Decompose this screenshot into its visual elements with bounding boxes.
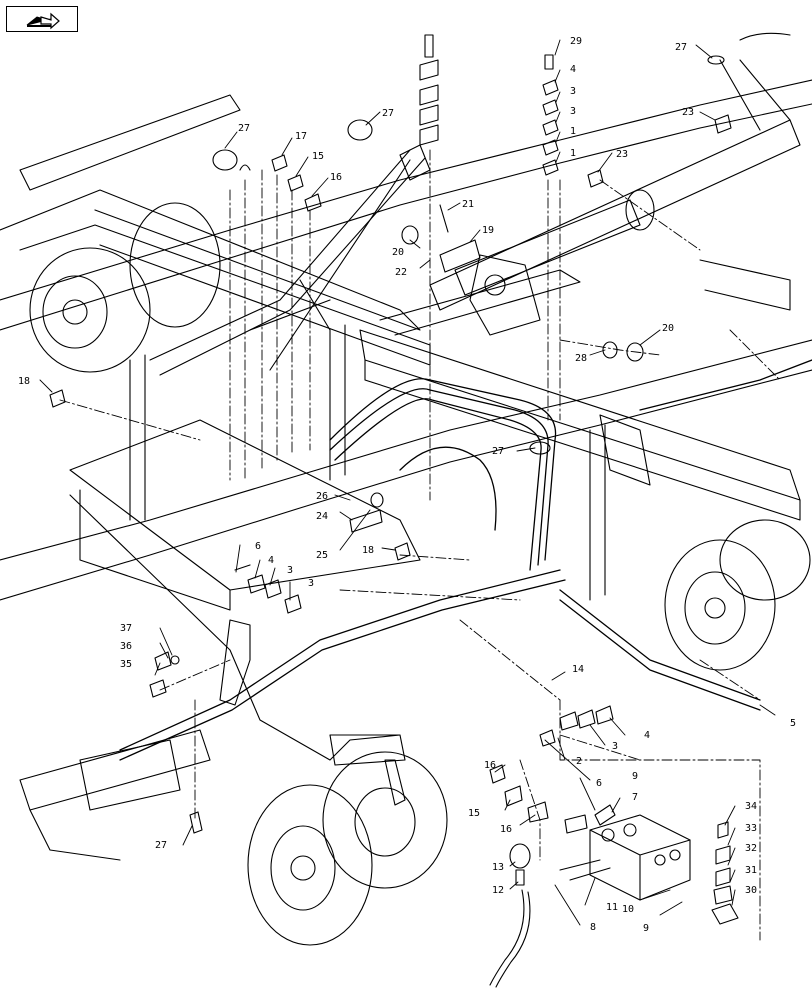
callout-c7: 7 [632, 792, 638, 803]
callout-c35: 35 [120, 659, 132, 670]
callout-c22: 22 [395, 267, 407, 278]
callout-c14: 14 [572, 664, 584, 675]
top-fitting-stack [419, 34, 559, 176]
callout-c3c: 3 [287, 565, 293, 576]
valve-block [559, 804, 691, 901]
callout-c25: 25 [316, 550, 328, 561]
callout-c37: 37 [120, 623, 132, 634]
callout-c6b: 6 [596, 778, 602, 789]
frame-rail-lower [0, 339, 812, 601]
upright-posts [129, 324, 651, 601]
callout-c15b: 15 [468, 808, 480, 819]
callout-c34: 34 [745, 801, 757, 812]
callout-c12: 12 [492, 885, 504, 896]
callout-c3b: 3 [570, 106, 576, 117]
callout-c8: 8 [590, 922, 596, 933]
fitting-cluster-upper [49, 55, 732, 834]
callout-c27e: 27 [155, 840, 167, 851]
callout-c36: 36 [120, 641, 132, 652]
callout-c6a: 6 [255, 541, 261, 552]
callout-c24: 24 [316, 511, 328, 522]
callout-c32: 32 [745, 843, 757, 854]
callout-c27d: 27 [492, 446, 504, 457]
upper-cross-beam-left [0, 94, 431, 366]
callout-c19: 19 [482, 225, 494, 236]
callout-c17: 17 [295, 131, 307, 142]
callout-c23a: 23 [682, 107, 694, 118]
front-hitch [19, 729, 211, 861]
leader-lines [39, 39, 776, 926]
callout-c10: 10 [622, 904, 634, 915]
callout-labels: 29 4 3 3 1 1 27 23 23 27 17 15 16 27 21 … [18, 36, 796, 934]
callout-c2: 2 [576, 756, 582, 767]
bracing-tower [149, 149, 426, 376]
callout-c23b: 23 [616, 149, 628, 160]
pivot-pin-set [349, 204, 644, 533]
callout-c4c: 4 [644, 730, 650, 741]
lift-cylinder-assembly [429, 32, 801, 336]
callout-c18b: 18 [362, 545, 374, 556]
callout-c18a: 18 [18, 376, 30, 387]
callout-c16b: 16 [484, 760, 496, 771]
callout-c20b: 20 [662, 323, 674, 334]
callout-c26: 26 [316, 491, 328, 502]
callout-c15a: 15 [312, 151, 324, 162]
callout-c3d: 3 [308, 578, 314, 589]
callout-c9a: 9 [632, 771, 638, 782]
callout-c16c: 16 [500, 824, 512, 835]
callout-c21: 21 [462, 199, 474, 210]
callout-c1a: 1 [570, 126, 576, 137]
hydraulic-hoses [119, 359, 812, 761]
callout-c5: 5 [790, 718, 796, 729]
folder-arrow-icon [26, 12, 60, 30]
callout-c3e: 3 [612, 741, 618, 752]
callout-c9b: 9 [643, 923, 649, 934]
callout-c27b: 27 [238, 123, 250, 134]
main-cross-beam [359, 269, 801, 521]
callout-c20a: 20 [392, 247, 404, 258]
callout-c11: 11 [606, 902, 618, 913]
cylinder-rod-upper [399, 144, 431, 181]
callout-c31: 31 [745, 865, 757, 876]
explosion-lines [59, 149, 781, 941]
wheel-left-upper [29, 202, 221, 373]
callout-c1b: 1 [570, 148, 576, 159]
callout-c28: 28 [575, 353, 587, 364]
callout-c33: 33 [745, 823, 757, 834]
frame-rail-upper [0, 79, 812, 331]
callout-c4a: 4 [570, 64, 576, 75]
callout-c4b: 4 [268, 555, 274, 566]
callout-c27a: 27 [675, 42, 687, 53]
wheel-right [664, 519, 811, 671]
callout-c29: 29 [570, 36, 582, 47]
fitting-group-lower [489, 705, 614, 823]
left-a-frame [69, 419, 421, 766]
wheel-front-pair [247, 751, 448, 946]
pressure-gauge [489, 843, 531, 988]
navigation-button[interactable] [6, 6, 78, 32]
callout-c3a: 3 [570, 86, 576, 97]
callout-c27c: 27 [382, 108, 394, 119]
callout-c30: 30 [745, 885, 757, 896]
callout-c13: 13 [492, 862, 504, 873]
callout-c16a: 16 [330, 172, 342, 183]
